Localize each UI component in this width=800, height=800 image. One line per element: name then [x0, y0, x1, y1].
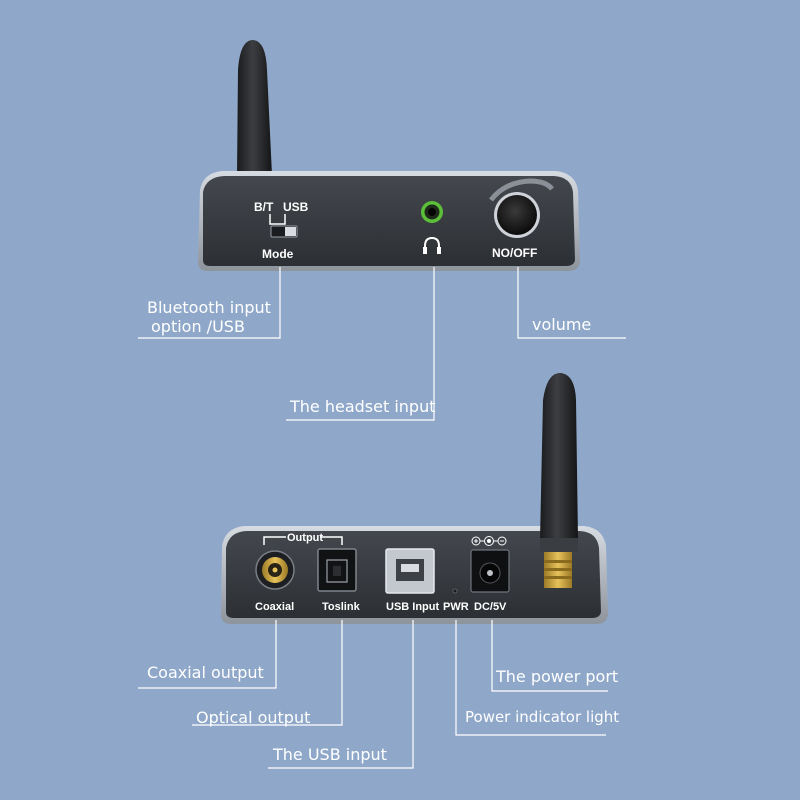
output-bracket: [263, 536, 343, 545]
callout-usb: The USB input: [273, 745, 387, 764]
coaxial-label: Coaxial: [255, 601, 294, 613]
line-bluetooth: [138, 267, 281, 339]
volume-scale-arc: [489, 178, 554, 202]
line-optical: [192, 620, 343, 726]
switch-label-bt: B/T: [254, 200, 274, 214]
bottom-device: Output Coaxial Toslink USB Input PWR: [221, 372, 608, 624]
callout-headset: The headset input: [290, 397, 436, 416]
line-power-port: [491, 620, 608, 692]
polarity-icon: [471, 536, 507, 546]
mode-label: Mode: [262, 247, 294, 261]
volume-knob[interactable]: [497, 195, 537, 235]
pwr-label: PWR: [443, 601, 469, 613]
line-usb: [268, 620, 414, 769]
bottom-antenna: [540, 372, 578, 540]
line-coaxial: [138, 620, 277, 689]
callout-power-port: The power port: [496, 667, 619, 686]
toslink-label: Toslink: [322, 601, 361, 613]
callout-optical: Optical output: [196, 708, 311, 727]
antenna-connector: [540, 538, 578, 588]
switch-label-usb: USB: [283, 200, 309, 214]
dc-label: DC/5V: [474, 601, 507, 613]
callout-lines: [138, 267, 626, 769]
line-power-light: [455, 620, 606, 736]
power-label: NO/OFF: [492, 246, 537, 260]
line-headset: [286, 267, 435, 421]
mode-switch-slider[interactable]: [285, 227, 296, 236]
line-volume: [517, 267, 626, 339]
switch-bracket: [269, 214, 286, 225]
callout-power-light: Power indicator light: [465, 708, 620, 726]
top-device-body: [203, 176, 575, 266]
top-antenna: [237, 40, 272, 175]
callout-volume: volume: [532, 315, 592, 334]
power-led: [452, 588, 458, 594]
top-device: B/T USB Mode NO/OFF: [198, 40, 580, 271]
callout-bluetooth-line2: option /USB: [151, 317, 245, 336]
output-group-label: Output: [287, 532, 323, 544]
callout-bluetooth-line1: Bluetooth input: [147, 298, 271, 317]
headphone-icon: [423, 236, 441, 254]
usb-label: USB Input: [386, 601, 439, 613]
callout-coaxial: Coaxial output: [147, 663, 264, 682]
